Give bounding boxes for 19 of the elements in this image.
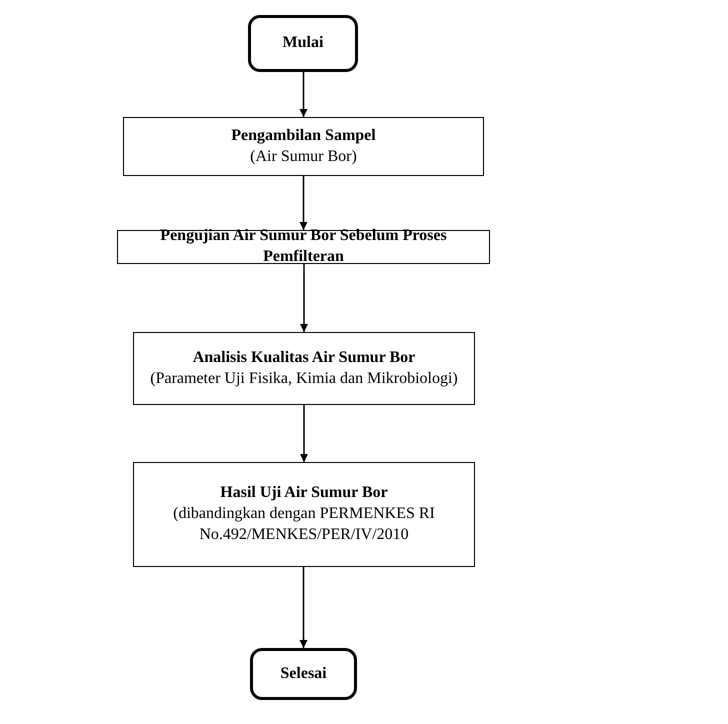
step-detail: (Air Sumur Bor)	[250, 146, 357, 166]
step-title: Pengambilan Sampel	[231, 126, 376, 146]
step-title: Analisis Kualitas Air Sumur Bor	[192, 348, 416, 368]
process-box	[117, 230, 490, 264]
step-detail: (dibandingkan dengan PERMENKES RI No.492/MENKES/PER/IV/2010	[172, 504, 436, 545]
step-title: Mulai	[282, 33, 324, 54]
process-box	[133, 462, 475, 567]
process-box	[123, 117, 484, 176]
arrow	[300, 567, 308, 648]
arrow	[300, 405, 308, 462]
step-title: Selesai	[280, 664, 327, 684]
arrow	[300, 264, 308, 332]
arrow	[300, 72, 308, 117]
process-box	[133, 332, 475, 405]
terminal-box	[250, 648, 357, 700]
step-title: Hasil Uji Air Sumur Bor	[220, 483, 388, 504]
step-detail: (Parameter Uji Fisika, Kimia dan Mikrobiologi)	[150, 368, 458, 388]
arrow	[300, 176, 308, 230]
terminal-box	[248, 15, 358, 72]
